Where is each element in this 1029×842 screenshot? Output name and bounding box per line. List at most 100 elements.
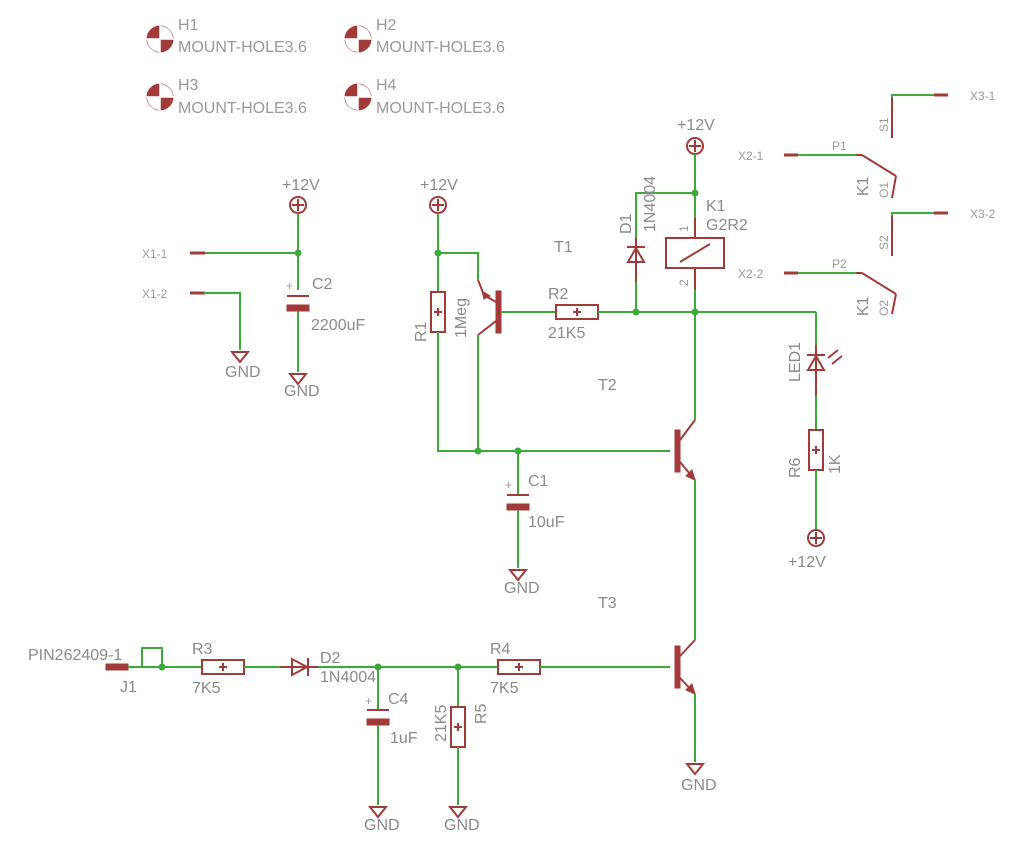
supply-12v-r6: +12V bbox=[788, 529, 826, 571]
svg-text:+: + bbox=[286, 279, 293, 293]
mount-hole-h2-value: MOUNT-HOLE3.6 bbox=[376, 39, 505, 56]
supply-12v-c2: +12V bbox=[282, 177, 320, 214]
ground-symbol-r5: GND bbox=[444, 806, 480, 834]
c4-name: C4 bbox=[388, 691, 409, 708]
r3-value: 7K5 bbox=[192, 680, 221, 697]
svg-text:GND: GND bbox=[681, 777, 717, 794]
ground-symbol-c2: GND bbox=[284, 373, 320, 400]
mount-hole-h1-name: H1 bbox=[178, 17, 199, 34]
vcc-label-k1: +12V bbox=[677, 117, 715, 134]
led1-name: LED1 bbox=[787, 342, 804, 382]
r6-name: R6 bbox=[787, 457, 804, 478]
ground-symbol-x1: GND bbox=[225, 351, 261, 381]
svg-text:GND: GND bbox=[284, 383, 320, 400]
x2-2-label: X2-2 bbox=[738, 267, 764, 281]
mount-hole-h2-name: H2 bbox=[376, 17, 397, 34]
resistor-r2: R2 21K5 bbox=[548, 286, 599, 342]
c1-value: 10uF bbox=[528, 514, 565, 531]
r5-name: R5 bbox=[473, 703, 490, 724]
svg-text:GND: GND bbox=[444, 817, 480, 834]
x1-2-label: X1-2 bbox=[142, 287, 168, 301]
k1-pin1: 1 bbox=[677, 225, 691, 232]
relay-contact-2: X2-2 P2 X3-2 S2 O2 K1 bbox=[738, 207, 996, 316]
svg-text:+: + bbox=[365, 694, 372, 708]
supply-12v-k1: +12V bbox=[677, 117, 715, 155]
k1-value: G2R2 bbox=[706, 217, 748, 234]
k1-pin2: 2 bbox=[677, 279, 691, 286]
capacitor-c2: + C2 2200uF bbox=[286, 276, 365, 334]
d2-value: 1N4004 bbox=[320, 669, 376, 686]
d2-name: D2 bbox=[320, 650, 341, 667]
mount-hole-h3-name: H3 bbox=[178, 77, 199, 94]
vcc-label-c2: +12V bbox=[282, 177, 320, 194]
o1-label: O1 bbox=[877, 182, 891, 198]
supply-12v-r1: +12V bbox=[420, 177, 458, 214]
t2-name: T2 bbox=[598, 377, 617, 394]
s2-label: S2 bbox=[877, 235, 891, 250]
p1-label: P1 bbox=[832, 139, 847, 153]
svg-text:GND: GND bbox=[504, 580, 540, 597]
r2-value: 21K5 bbox=[548, 325, 585, 342]
mount-hole-h3: H3 MOUNT-HOLE3.6 bbox=[145, 77, 307, 117]
transistor-t1: T1 bbox=[477, 239, 573, 336]
s1-label: S1 bbox=[877, 117, 891, 132]
o2-label: O2 bbox=[877, 300, 891, 316]
vcc-label-r6: +12V bbox=[788, 554, 826, 571]
resistor-r3: R3 7K5 bbox=[192, 641, 245, 697]
x1-1-label: X1-1 bbox=[142, 247, 168, 261]
d1-name: D1 bbox=[618, 213, 635, 234]
mount-hole-h1: H1 MOUNT-HOLE3.6 bbox=[145, 17, 307, 56]
r4-name: R4 bbox=[490, 641, 511, 658]
svg-text:+: + bbox=[505, 478, 512, 492]
resistor-r5: 21K5 R5 bbox=[433, 703, 490, 748]
j1-value: PIN262409-1 bbox=[28, 647, 122, 664]
c4-value: 1uF bbox=[390, 730, 418, 747]
r1-name: R1 bbox=[413, 321, 430, 342]
resistor-r6: R6 1K bbox=[787, 429, 844, 478]
led-led1: LED1 bbox=[787, 342, 843, 396]
ground-symbol-c4: GND bbox=[364, 806, 400, 834]
k1-contact2-label: K1 bbox=[855, 296, 872, 316]
x3-1-label: X3-1 bbox=[970, 89, 996, 103]
mount-hole-h4: H4 MOUNT-HOLE3.6 bbox=[343, 77, 505, 117]
capacitor-c1: + C1 10uF bbox=[505, 473, 565, 531]
mount-hole-h3-value: MOUNT-HOLE3.6 bbox=[178, 100, 307, 117]
r1-value: 1Meg bbox=[453, 298, 470, 338]
mount-hole-h2: H2 MOUNT-HOLE3.6 bbox=[343, 17, 505, 56]
transistor-t3 bbox=[674, 639, 696, 695]
r6-value: 1K bbox=[827, 454, 844, 474]
connector-j1: PIN262409-1 J1 bbox=[28, 647, 163, 696]
svg-text:GND: GND bbox=[364, 817, 400, 834]
mount-hole-h1-value: MOUNT-HOLE3.6 bbox=[178, 39, 307, 56]
r2-name: R2 bbox=[548, 286, 569, 303]
j1-name: J1 bbox=[120, 679, 137, 696]
connector-x1-1: X1-1 bbox=[142, 247, 205, 261]
c2-name: C2 bbox=[312, 276, 333, 293]
relay-coil-k1: 1 2 K1 G2R2 bbox=[665, 198, 748, 290]
ground-symbol-t3: GND bbox=[681, 763, 717, 794]
resistor-r4: R4 7K5 bbox=[490, 641, 541, 697]
capacitor-c4: + C4 1uF bbox=[365, 691, 418, 747]
connector-x1-2: X1-2 bbox=[142, 287, 205, 301]
r5-value: 21K5 bbox=[433, 705, 450, 742]
c2-value: 2200uF bbox=[311, 317, 365, 334]
t1-name: T1 bbox=[554, 239, 573, 256]
transistor-t2 bbox=[674, 419, 696, 481]
svg-text:GND: GND bbox=[225, 364, 261, 381]
mount-hole-h4-name: H4 bbox=[376, 77, 397, 94]
diode-d2: D2 1N4004 bbox=[280, 650, 376, 686]
x3-2-label: X3-2 bbox=[970, 207, 996, 221]
r3-name: R3 bbox=[192, 641, 213, 658]
d1-value: 1N4004 bbox=[642, 176, 659, 232]
t3-name: T3 bbox=[598, 595, 617, 612]
x2-1-label: X2-1 bbox=[738, 149, 764, 163]
relay-contact-1: X2-1 P1 X3-1 S1 O1 K1 bbox=[738, 89, 996, 199]
vcc-label-r1: +12V bbox=[420, 177, 458, 194]
r4-value: 7K5 bbox=[490, 680, 519, 697]
diode-d1: D1 1N4004 bbox=[618, 176, 659, 282]
k1-name: K1 bbox=[706, 198, 726, 215]
resistor-r1: R1 1Meg bbox=[413, 291, 470, 342]
k1-contact1-label: K1 bbox=[855, 176, 872, 196]
p2-label: P2 bbox=[832, 257, 847, 271]
